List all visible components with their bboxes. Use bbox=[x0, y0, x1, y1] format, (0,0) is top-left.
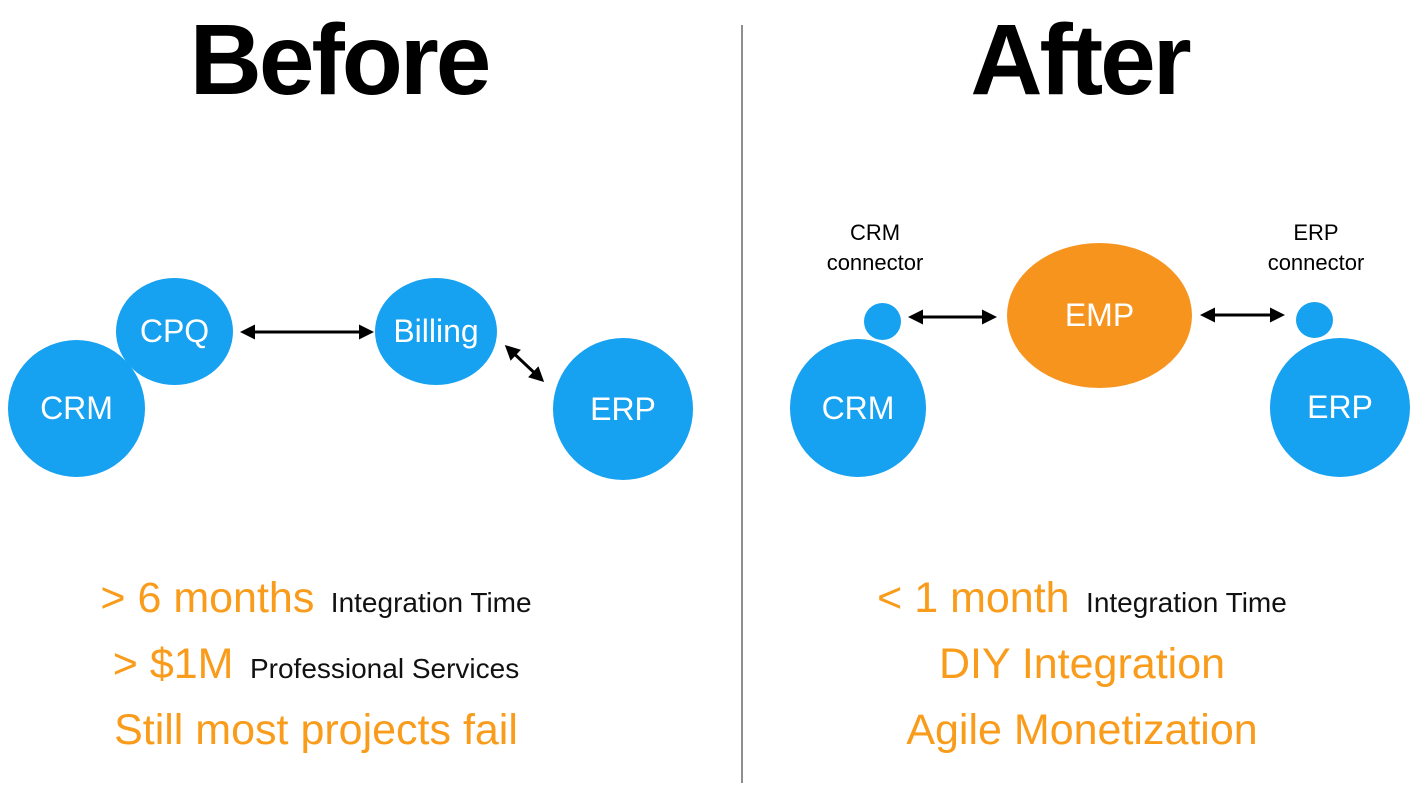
after-stats: < 1 month Integration Time DIY Integrati… bbox=[742, 570, 1422, 768]
after-stat-integration-time: < 1 month Integration Time bbox=[742, 570, 1422, 636]
before-stat-integration-time: > 6 months Integration Time bbox=[0, 570, 632, 636]
after-stat-agile-monetization-value: Agile Monetization bbox=[906, 706, 1258, 754]
before-stat-integration-time-label: Integration Time bbox=[330, 587, 532, 618]
after-title: After bbox=[970, 4, 1191, 116]
node-emp-label: EMP bbox=[1064, 297, 1135, 333]
after-stat-agile-monetization: Agile Monetization bbox=[742, 702, 1422, 768]
before-stat-projects-fail-value: Still most projects fail bbox=[114, 706, 518, 754]
before-title: Before bbox=[189, 4, 492, 116]
node-cpq: CPQ bbox=[116, 278, 233, 385]
before-stat-professional-services: > $1M Professional Services bbox=[0, 636, 632, 702]
before-stat-professional-services-label: Professional Services bbox=[249, 653, 520, 684]
divider-line bbox=[741, 25, 743, 783]
node-emp: EMP bbox=[1007, 243, 1192, 388]
node-billing-label: Billing bbox=[393, 313, 479, 349]
node-crm-before-label: CRM bbox=[40, 390, 113, 426]
arrow-billing-erp bbox=[504, 344, 545, 383]
node-cpq-label: CPQ bbox=[139, 313, 210, 349]
node-erp-before: ERP bbox=[553, 338, 693, 480]
after-stat-integration-time-label: Integration Time bbox=[1086, 587, 1287, 618]
after-stat-diy-integration-value: DIY Integration bbox=[938, 640, 1226, 688]
node-crm-after: CRM bbox=[790, 339, 926, 477]
node-erp-connector bbox=[1296, 302, 1333, 338]
before-stat-professional-services-value: > $1M bbox=[112, 640, 234, 688]
after-stat-diy-integration: DIY Integration bbox=[742, 636, 1422, 702]
node-crm-connector bbox=[864, 303, 901, 340]
node-erp-after-label: ERP bbox=[1307, 389, 1373, 425]
node-crm-before: CRM bbox=[8, 340, 145, 477]
node-billing: Billing bbox=[375, 278, 497, 385]
node-erp-after: ERP bbox=[1270, 338, 1410, 477]
erp-connector-label: ERP connector bbox=[1267, 220, 1365, 275]
before-stat-integration-time-value: > 6 months bbox=[100, 574, 315, 622]
crm-connector-label: CRM connector bbox=[826, 220, 924, 275]
node-crm-after-label: CRM bbox=[821, 389, 895, 426]
before-stats: > 6 months Integration Time > $1M Profes… bbox=[0, 570, 632, 768]
node-erp-before-label: ERP bbox=[590, 390, 656, 427]
after-stat-integration-time-value: < 1 month bbox=[877, 574, 1070, 622]
before-stat-projects-fail: Still most projects fail bbox=[0, 702, 632, 768]
